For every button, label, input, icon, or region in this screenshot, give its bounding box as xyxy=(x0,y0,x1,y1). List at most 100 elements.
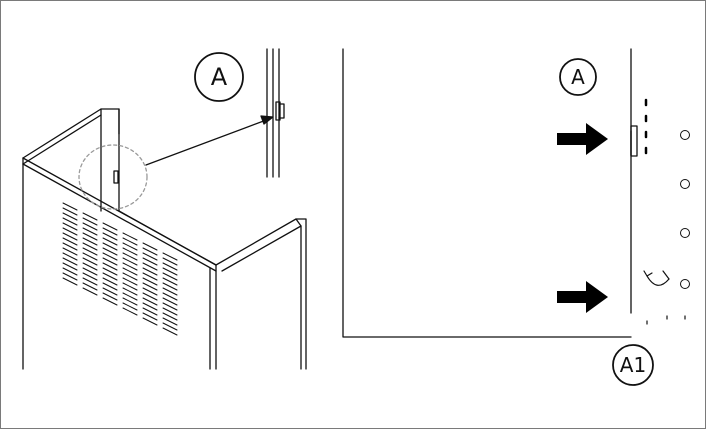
vent-slot xyxy=(102,227,118,236)
vent-slot xyxy=(122,297,138,306)
vent-slot xyxy=(82,272,98,281)
vent-slot xyxy=(122,252,138,261)
vent-slot xyxy=(102,287,118,296)
callout-right-a1-label: A1 xyxy=(620,353,646,377)
callout-detail-a-label: A xyxy=(211,63,228,91)
vent-slot xyxy=(122,282,138,291)
vent-slot xyxy=(122,302,138,311)
vent-slot xyxy=(82,277,98,286)
vent-slot xyxy=(142,262,158,271)
vent-slot xyxy=(102,262,118,271)
vent-slot xyxy=(122,257,138,266)
vent-slot xyxy=(162,277,178,286)
vent-slot xyxy=(102,282,118,291)
vent-slot xyxy=(122,237,138,246)
vent-slot xyxy=(142,287,158,296)
vent-slot xyxy=(162,287,178,296)
right-arrow-icon xyxy=(557,123,608,155)
vent-slot xyxy=(162,302,178,311)
vent-slot xyxy=(122,267,138,276)
callout-right-a: A xyxy=(559,58,597,96)
vent-slot xyxy=(82,267,98,276)
detail-leader-line xyxy=(145,118,270,166)
vent-slot xyxy=(62,272,78,281)
vent-slot xyxy=(62,217,78,226)
callout-right-a-label: A xyxy=(571,65,585,89)
vent-slot xyxy=(162,252,178,261)
vent-slot xyxy=(62,227,78,236)
vent-slot xyxy=(162,272,178,281)
vent-slot xyxy=(142,252,158,261)
vent-slot xyxy=(122,272,138,281)
vent-slot xyxy=(82,242,98,251)
vent-slot xyxy=(142,267,158,276)
vent-slot xyxy=(142,277,158,286)
vent-slot xyxy=(82,232,98,241)
vent-slot xyxy=(142,272,158,281)
vent-slot xyxy=(142,307,158,316)
vent-slot xyxy=(142,312,158,321)
vent-slot xyxy=(142,247,158,256)
vent-slot xyxy=(102,232,118,241)
vent-slot xyxy=(62,212,78,221)
vent-slot xyxy=(162,317,178,326)
vent-slot xyxy=(122,232,138,241)
vent-slot xyxy=(102,257,118,266)
vent-slot xyxy=(122,287,138,296)
vent-slot xyxy=(102,252,118,261)
cabinet-latch xyxy=(113,170,119,184)
vent-slot xyxy=(62,202,78,211)
vent-slot xyxy=(62,242,78,251)
callout-detail-a: A xyxy=(194,52,244,102)
vent-slot xyxy=(162,282,178,291)
vent-slot xyxy=(62,257,78,266)
vent-slot xyxy=(122,247,138,256)
vent-slot xyxy=(102,237,118,246)
vent-slot xyxy=(82,217,98,226)
vent-slot xyxy=(162,267,178,276)
vent-slot xyxy=(62,237,78,246)
vent-slot xyxy=(102,292,118,301)
vent-slot xyxy=(142,292,158,301)
vent-slot xyxy=(62,222,78,231)
vent-slot xyxy=(82,282,98,291)
vent-slot xyxy=(82,257,98,266)
vent-slot xyxy=(62,207,78,216)
vent-slot xyxy=(122,307,138,316)
vent-slot xyxy=(142,302,158,311)
vent-slot xyxy=(82,262,98,271)
vent-slot xyxy=(62,247,78,256)
rotation-icon xyxy=(643,270,686,325)
vent-slot xyxy=(82,247,98,256)
vent-slot xyxy=(62,232,78,241)
vent-slot xyxy=(62,277,78,286)
vent-slot xyxy=(82,252,98,261)
vent-slot xyxy=(122,242,138,251)
vent-slot xyxy=(142,242,158,251)
vent-slot xyxy=(102,272,118,281)
vent-slot xyxy=(162,292,178,301)
vent-slot xyxy=(122,262,138,271)
vent-slot xyxy=(102,277,118,286)
vent-slot xyxy=(142,257,158,266)
detail-panel xyxy=(266,48,285,178)
vent-slot xyxy=(162,257,178,266)
cabinet-body xyxy=(22,108,307,370)
vent-slot xyxy=(102,242,118,251)
vent-slot xyxy=(82,237,98,246)
vent-slot xyxy=(162,327,178,336)
vent-slot xyxy=(102,222,118,231)
vent-slots xyxy=(62,202,178,336)
vent-slot xyxy=(162,297,178,306)
vent-slot xyxy=(162,262,178,271)
circle-outline-icon xyxy=(680,130,690,289)
vent-slot xyxy=(62,267,78,276)
callout-right-a1: A1 xyxy=(612,344,654,386)
vent-slot xyxy=(82,287,98,296)
vent-slot xyxy=(102,267,118,276)
vent-slot xyxy=(82,222,98,231)
right-arrow-icon-bottom xyxy=(557,281,608,313)
vent-slot xyxy=(82,227,98,236)
